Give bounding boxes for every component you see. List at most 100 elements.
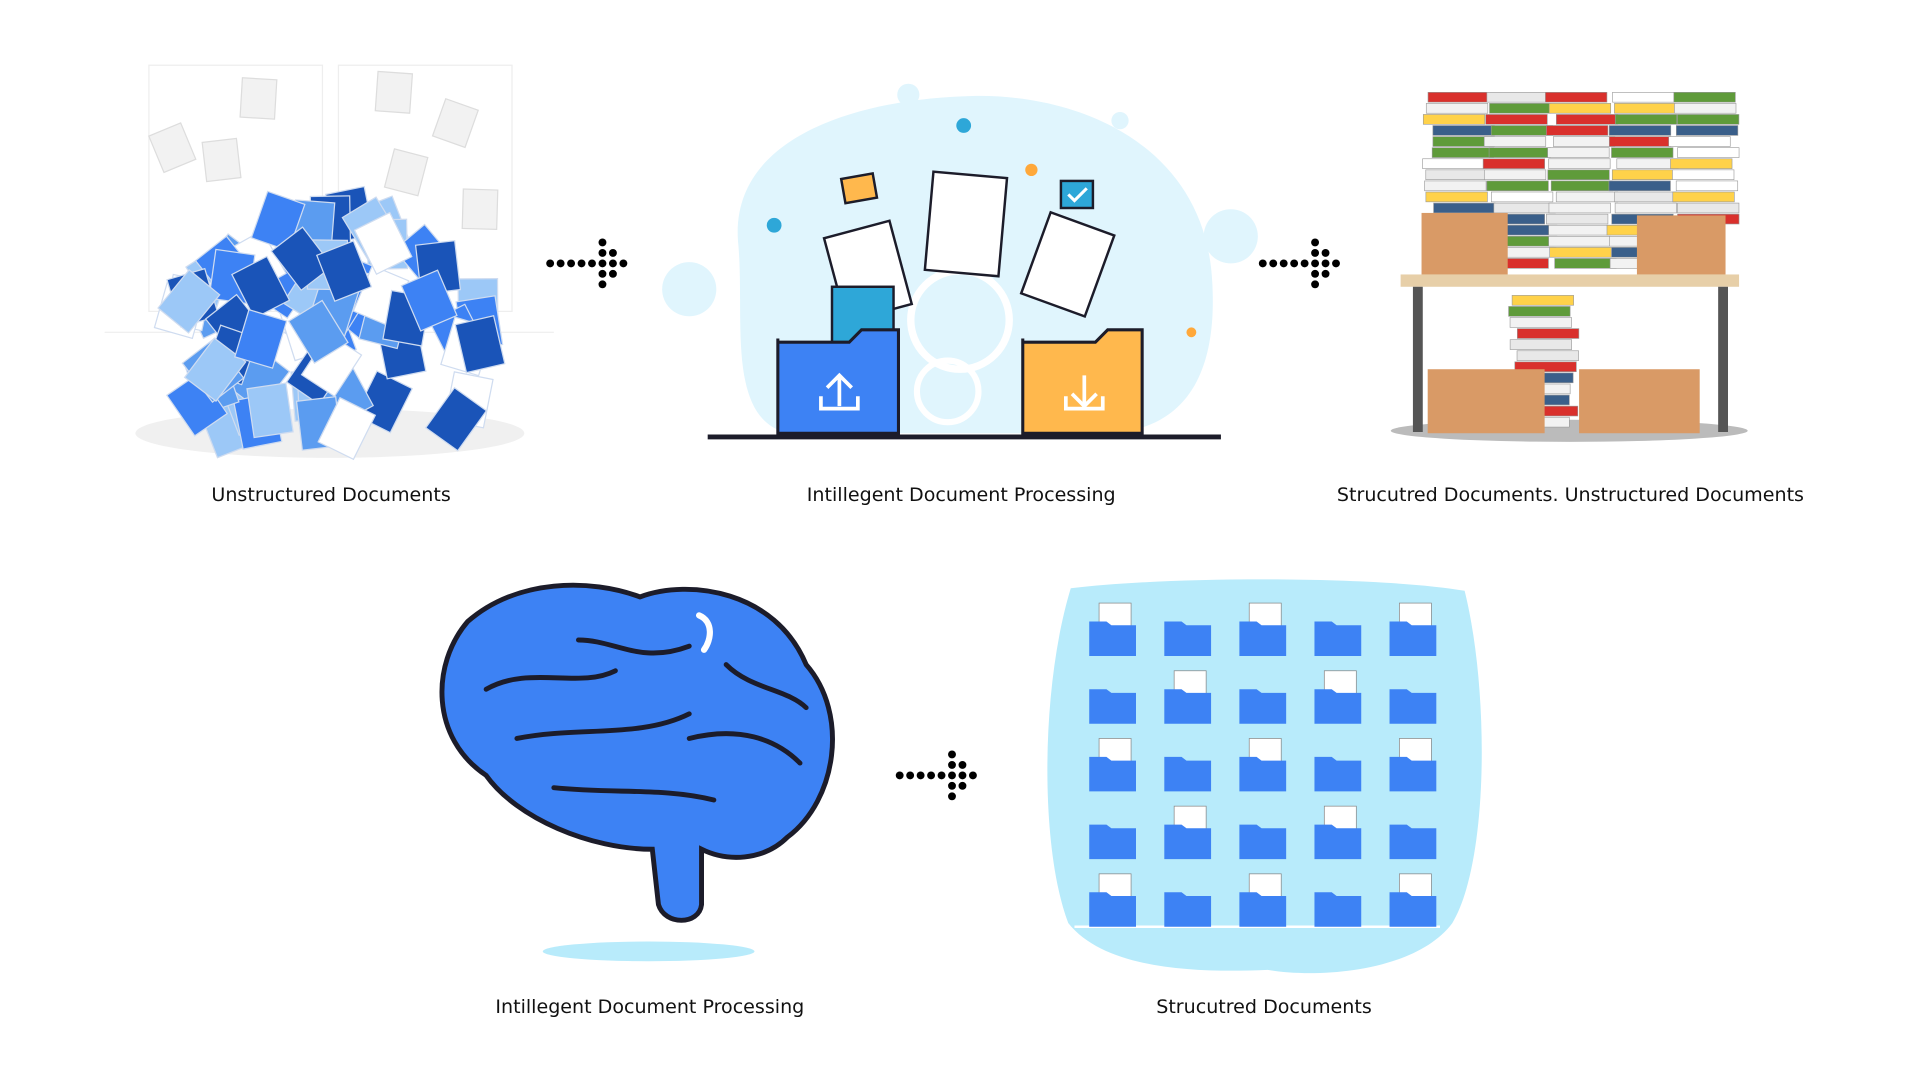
arrow-dot: [608, 259, 617, 268]
paper-sheet: [353, 211, 413, 276]
paper-sheet: [383, 148, 429, 197]
binder: [1616, 158, 1679, 169]
folder-icon: [1239, 892, 1287, 927]
paper-sheet: [183, 337, 247, 402]
arrow-dot: [1311, 248, 1320, 257]
arrow-dot: [1258, 259, 1267, 268]
arrow-dot: [1311, 238, 1320, 247]
arrow-dot: [1321, 259, 1330, 268]
binder: [1493, 202, 1556, 214]
arrow-dot: [1279, 259, 1288, 268]
binder: [1672, 191, 1735, 203]
binder: [1548, 103, 1612, 114]
binder: [1483, 169, 1547, 180]
paper-sheet: [374, 70, 414, 114]
binder: [1674, 103, 1737, 114]
binder: [1548, 224, 1611, 236]
folder-icon: [1389, 756, 1437, 792]
arrow-dot: [598, 248, 607, 257]
folder-icon: [1164, 892, 1212, 927]
binder: [1516, 350, 1579, 361]
folder-icon: [1164, 689, 1212, 724]
arrow-dot: [1290, 259, 1299, 268]
paper-sheet: [317, 396, 377, 461]
binder: [1612, 92, 1675, 103]
paper-sheet: [148, 122, 197, 174]
folder-icon: [1239, 756, 1287, 792]
stage-label-structured: Strucutred Documents: [1156, 996, 1372, 1018]
binder: [1427, 92, 1490, 103]
arrow-dot: [927, 771, 936, 780]
binder: [1555, 191, 1619, 203]
folder-icon: [1089, 621, 1136, 656]
binder: [1425, 191, 1488, 203]
folder-icon: [1239, 689, 1287, 724]
binder: [1482, 158, 1545, 169]
folder-icon: [1314, 621, 1362, 656]
binder: [1614, 191, 1677, 203]
arrow-dot: [1311, 280, 1320, 289]
arrow-dot: [608, 269, 617, 278]
paper-sheet: [239, 77, 278, 120]
folder-icon: [1314, 892, 1362, 927]
binder: [1675, 180, 1739, 192]
arrow-dot: [958, 760, 967, 769]
binder: [1614, 202, 1677, 214]
paper-sheet: [454, 315, 506, 374]
binder: [1555, 114, 1619, 125]
arrow-dot: [948, 781, 956, 790]
binder: [1425, 169, 1488, 180]
binder: [1550, 180, 1614, 192]
folder-icon: [1089, 756, 1136, 792]
folder-icon: [1164, 621, 1212, 656]
binder: [1433, 202, 1496, 214]
binder: [1422, 158, 1485, 169]
binder: [1548, 202, 1611, 214]
binder: [1546, 125, 1609, 136]
binder: [1432, 125, 1495, 136]
folder-grid-illustration: [1047, 579, 1482, 974]
arrow-dot: [895, 771, 904, 780]
arrow-dot: [948, 760, 956, 769]
arrow-dot: [598, 269, 607, 278]
paper-sheet: [234, 308, 288, 369]
binder: [1672, 169, 1735, 180]
arrow-dot: [598, 259, 607, 268]
arrow-dot: [958, 771, 967, 780]
paper-sheet: [270, 226, 334, 292]
arrow-dot: [948, 792, 956, 801]
binder: [1489, 103, 1552, 114]
binder: [1511, 295, 1574, 306]
arrow-dots-icon: [895, 750, 977, 801]
binder: [1508, 306, 1571, 317]
folder-icon: [1389, 824, 1437, 860]
binder: [1422, 114, 1486, 125]
binder: [1490, 125, 1554, 136]
binder: [1549, 247, 1612, 258]
arrow-dot: [588, 259, 596, 268]
arrow-dot: [1311, 259, 1320, 268]
arrow-dot: [608, 248, 617, 257]
binder: [1677, 202, 1740, 214]
binder: [1677, 147, 1740, 158]
arrow-dot: [958, 781, 967, 790]
arrow-dot: [598, 280, 607, 289]
arrow-dot: [906, 771, 915, 780]
binder: [1483, 136, 1547, 147]
binder: [1673, 92, 1736, 103]
binder: [1554, 258, 1617, 269]
binder: [1488, 147, 1551, 158]
paper-sheet: [431, 97, 480, 149]
stage-label-processing-brain: Intillegent Document Processing: [495, 996, 804, 1018]
arrow-dot: [968, 771, 977, 780]
arrow-dot: [916, 771, 925, 780]
arrow-dots-icon: [1258, 238, 1340, 289]
binder: [1611, 169, 1675, 180]
binder: [1548, 158, 1611, 169]
arrow-dot: [556, 259, 565, 268]
arrow-dot: [567, 259, 576, 268]
folder-icon: [1089, 689, 1136, 724]
binder: [1548, 236, 1611, 247]
brain-illustration: [439, 582, 835, 962]
